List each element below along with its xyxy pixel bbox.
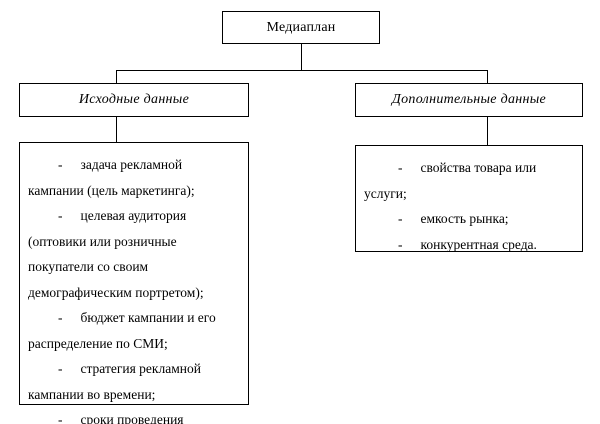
- list-item: -стратегия рекламной кампании во времени…: [28, 356, 240, 407]
- list-item-text: сроки проведения рекламной кампании.: [80, 412, 184, 424]
- content-box-additional-data: -свойства товара или услуги; -емкость ры…: [355, 145, 583, 252]
- list-item: -целевая аудитория (оптовики или розничн…: [28, 203, 240, 305]
- branch-label-text: Исходные данные: [78, 92, 190, 107]
- bullet-marker: -: [58, 208, 63, 223]
- bullet-marker: -: [398, 211, 403, 226]
- list-item-text: конкурентная среда.: [420, 236, 537, 252]
- list-item-text: бюджет кампании и его распределение по С…: [28, 310, 216, 351]
- connector-root-stem: [301, 44, 302, 71]
- list-item-text: свойства товара или услуги;: [364, 160, 537, 201]
- list-item: -свойства товара или услуги;: [364, 155, 574, 206]
- connector-branch-bus: [116, 70, 488, 71]
- connector-left-branch-to-content: [116, 117, 117, 143]
- connector-right-branch-to-content: [487, 117, 488, 146]
- branch-label-text: Дополнительные данные: [391, 92, 547, 107]
- root-node-mediaplan[interactable]: Медиаплан: [222, 11, 380, 44]
- bullet-marker: -: [58, 157, 63, 172]
- bullet-marker: -: [58, 361, 63, 376]
- bullet-marker: -: [58, 310, 63, 325]
- connector-bus-to-left-branch: [116, 70, 117, 84]
- list-item: - сроки проведения рекламной кампании.: [28, 407, 240, 424]
- list-item: -бюджет кампании и его распределение по …: [28, 305, 240, 356]
- list-item-text: задача рекламной кампании (цель маркетин…: [28, 157, 195, 198]
- bullet-marker: -: [398, 236, 403, 252]
- bullet-marker: -: [58, 412, 63, 424]
- branch-node-additional-data[interactable]: Дополнительные данные: [355, 83, 583, 117]
- list-item: - емкость рынка;: [364, 206, 574, 232]
- branch-node-source-data[interactable]: Исходные данные: [19, 83, 249, 117]
- list-item-text: стратегия рекламной кампании во времени;: [28, 361, 201, 402]
- bullet-list-source-data: -задача рекламной кампании (цель маркети…: [28, 152, 240, 424]
- list-item-text: целевая аудитория (оптовики или розничны…: [28, 208, 204, 300]
- content-box-source-data: -задача рекламной кампании (цель маркети…: [19, 142, 249, 424]
- connector-bus-to-right-branch: [487, 70, 488, 84]
- bullet-marker: -: [398, 160, 403, 175]
- list-item-text: емкость рынка;: [420, 211, 509, 226]
- bullet-list-additional-data: -свойства товара или услуги; -емкость ры…: [364, 155, 574, 257]
- list-item: - конкурентная среда.: [364, 232, 574, 258]
- list-item: -задача рекламной кампании (цель маркети…: [28, 152, 240, 203]
- root-node-label: Медиаплан: [266, 20, 336, 35]
